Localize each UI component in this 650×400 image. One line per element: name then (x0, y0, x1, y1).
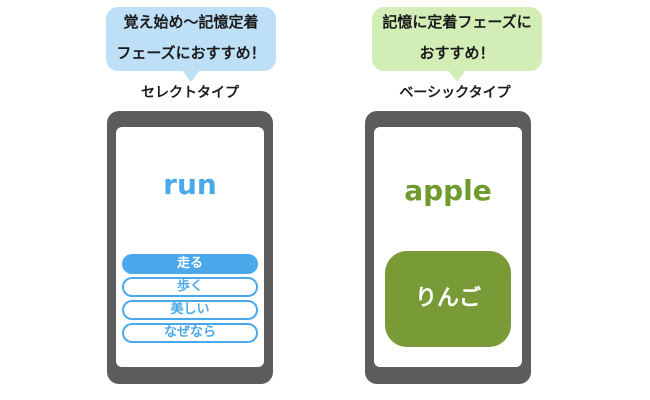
basic-type-question-word: apple (404, 174, 492, 207)
select-type-speech-bubble: 覚え始め〜記憶定着 フェーズにおすすめ！ (106, 7, 276, 82)
basic-type-label: ベーシックタイプ (399, 85, 511, 101)
select-type-label: セレクトタイプ (141, 85, 239, 101)
choice-button-2[interactable]: 歩く (122, 277, 258, 297)
select-type-bubble-line-1: 覚え始め〜記憶定着 (123, 13, 259, 31)
select-type-phone-screen: run 走る 歩く 美しい なぜなら (116, 127, 264, 367)
basic-type-bubble-line-1: 記憶に定着フェーズに (382, 13, 532, 31)
basic-type-speech-bubble: 記憶に定着フェーズに おすすめ！ (372, 7, 542, 82)
select-type-question-word: run (163, 168, 217, 201)
select-type-bubble-line-2: フェーズにおすすめ！ (116, 44, 266, 62)
choice-button-1[interactable]: 走る (122, 254, 258, 274)
choice-button-4[interactable]: なぜなら (122, 323, 258, 343)
select-type-phone: run 走る 歩く 美しい なぜなら (107, 111, 273, 384)
basic-type-bubble-line-2: おすすめ！ (419, 44, 495, 62)
choice-button-3[interactable]: 美しい (122, 300, 258, 320)
basic-type-phone-screen: apple りんご (374, 127, 522, 367)
basic-type-phone: apple りんご (365, 111, 531, 384)
answer-card-button[interactable]: りんご (385, 251, 511, 347)
